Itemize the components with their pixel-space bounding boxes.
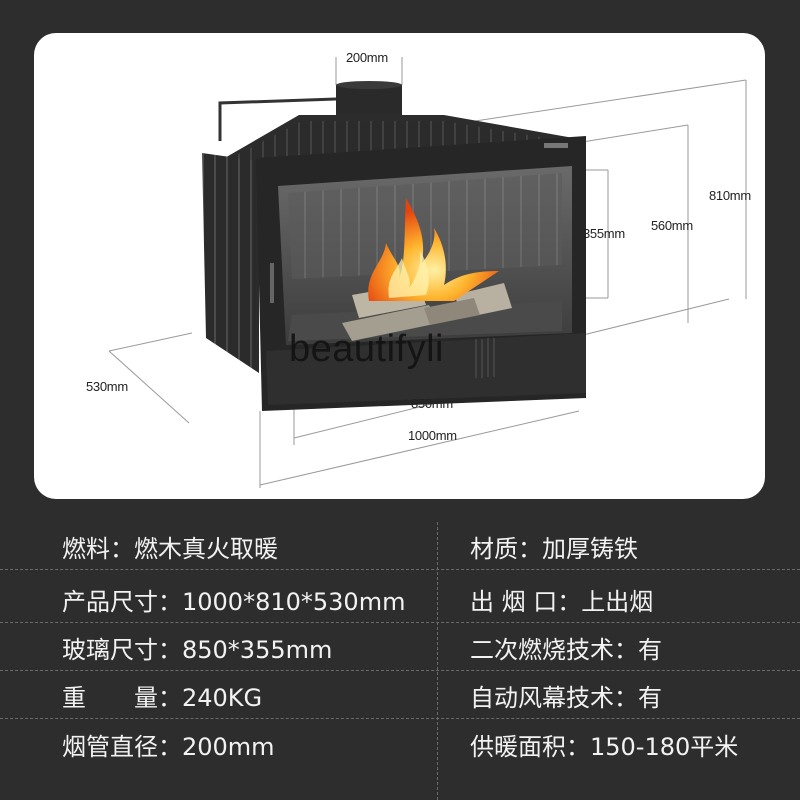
spec-product-size: 产品尺寸：1000*810*530mm — [62, 587, 406, 616]
dimension-lines — [108, 57, 747, 488]
body-height-label: 560mm — [651, 218, 693, 233]
fire-flames — [368, 198, 499, 301]
fireplace-illustration — [108, 57, 747, 488]
product-diagram-card: 200mm 810mm 560mm 355mm 530mm 850mm 1000… — [34, 33, 765, 499]
spec-row: 重 量：240KG 自动风幕技术：有 — [0, 671, 800, 719]
total-height-label: 810mm — [709, 188, 751, 203]
column-divider — [437, 522, 438, 800]
spec-secondary-combustion: 二次燃烧技术：有 — [470, 635, 662, 664]
flue-pipe — [336, 81, 402, 117]
spec-table: 燃料：燃木真火取暖 材质：加厚铸铁 产品尺寸：1000*810*530mm 出 … — [0, 522, 800, 800]
watermark-text: beautifyli — [289, 328, 444, 370]
spec-weight: 重 量：240KG — [62, 683, 263, 712]
spec-flue-diameter: 烟管直径：200mm — [62, 732, 275, 761]
total-width-label: 1000mm — [408, 428, 457, 443]
depth-label: 530mm — [86, 379, 128, 394]
spec-row: 燃料：燃木真火取暖 材质：加厚铸铁 — [0, 522, 800, 570]
stove-side-panel — [202, 153, 259, 373]
flue-diameter-label: 200mm — [346, 50, 388, 65]
glass-width-label: 850mm — [411, 396, 453, 411]
glass-height-label: 355mm — [583, 226, 625, 241]
spec-row: 烟管直径：200mm 供暖面积：150-180平米 — [0, 720, 800, 768]
spec-fuel: 燃料：燃木真火取暖 — [62, 534, 278, 563]
spec-material: 材质：加厚铸铁 — [470, 534, 638, 563]
spec-smoke-outlet: 出 烟 口：上出烟 — [470, 587, 654, 616]
spec-row: 玻璃尺寸：850*355mm 二次燃烧技术：有 — [0, 623, 800, 671]
spec-air-curtain: 自动风幕技术：有 — [470, 683, 662, 712]
spec-glass-size: 玻璃尺寸：850*355mm — [62, 635, 333, 664]
spec-row: 产品尺寸：1000*810*530mm 出 烟 口：上出烟 — [0, 575, 800, 623]
spec-heating-area: 供暖面积：150-180平米 — [470, 732, 739, 761]
